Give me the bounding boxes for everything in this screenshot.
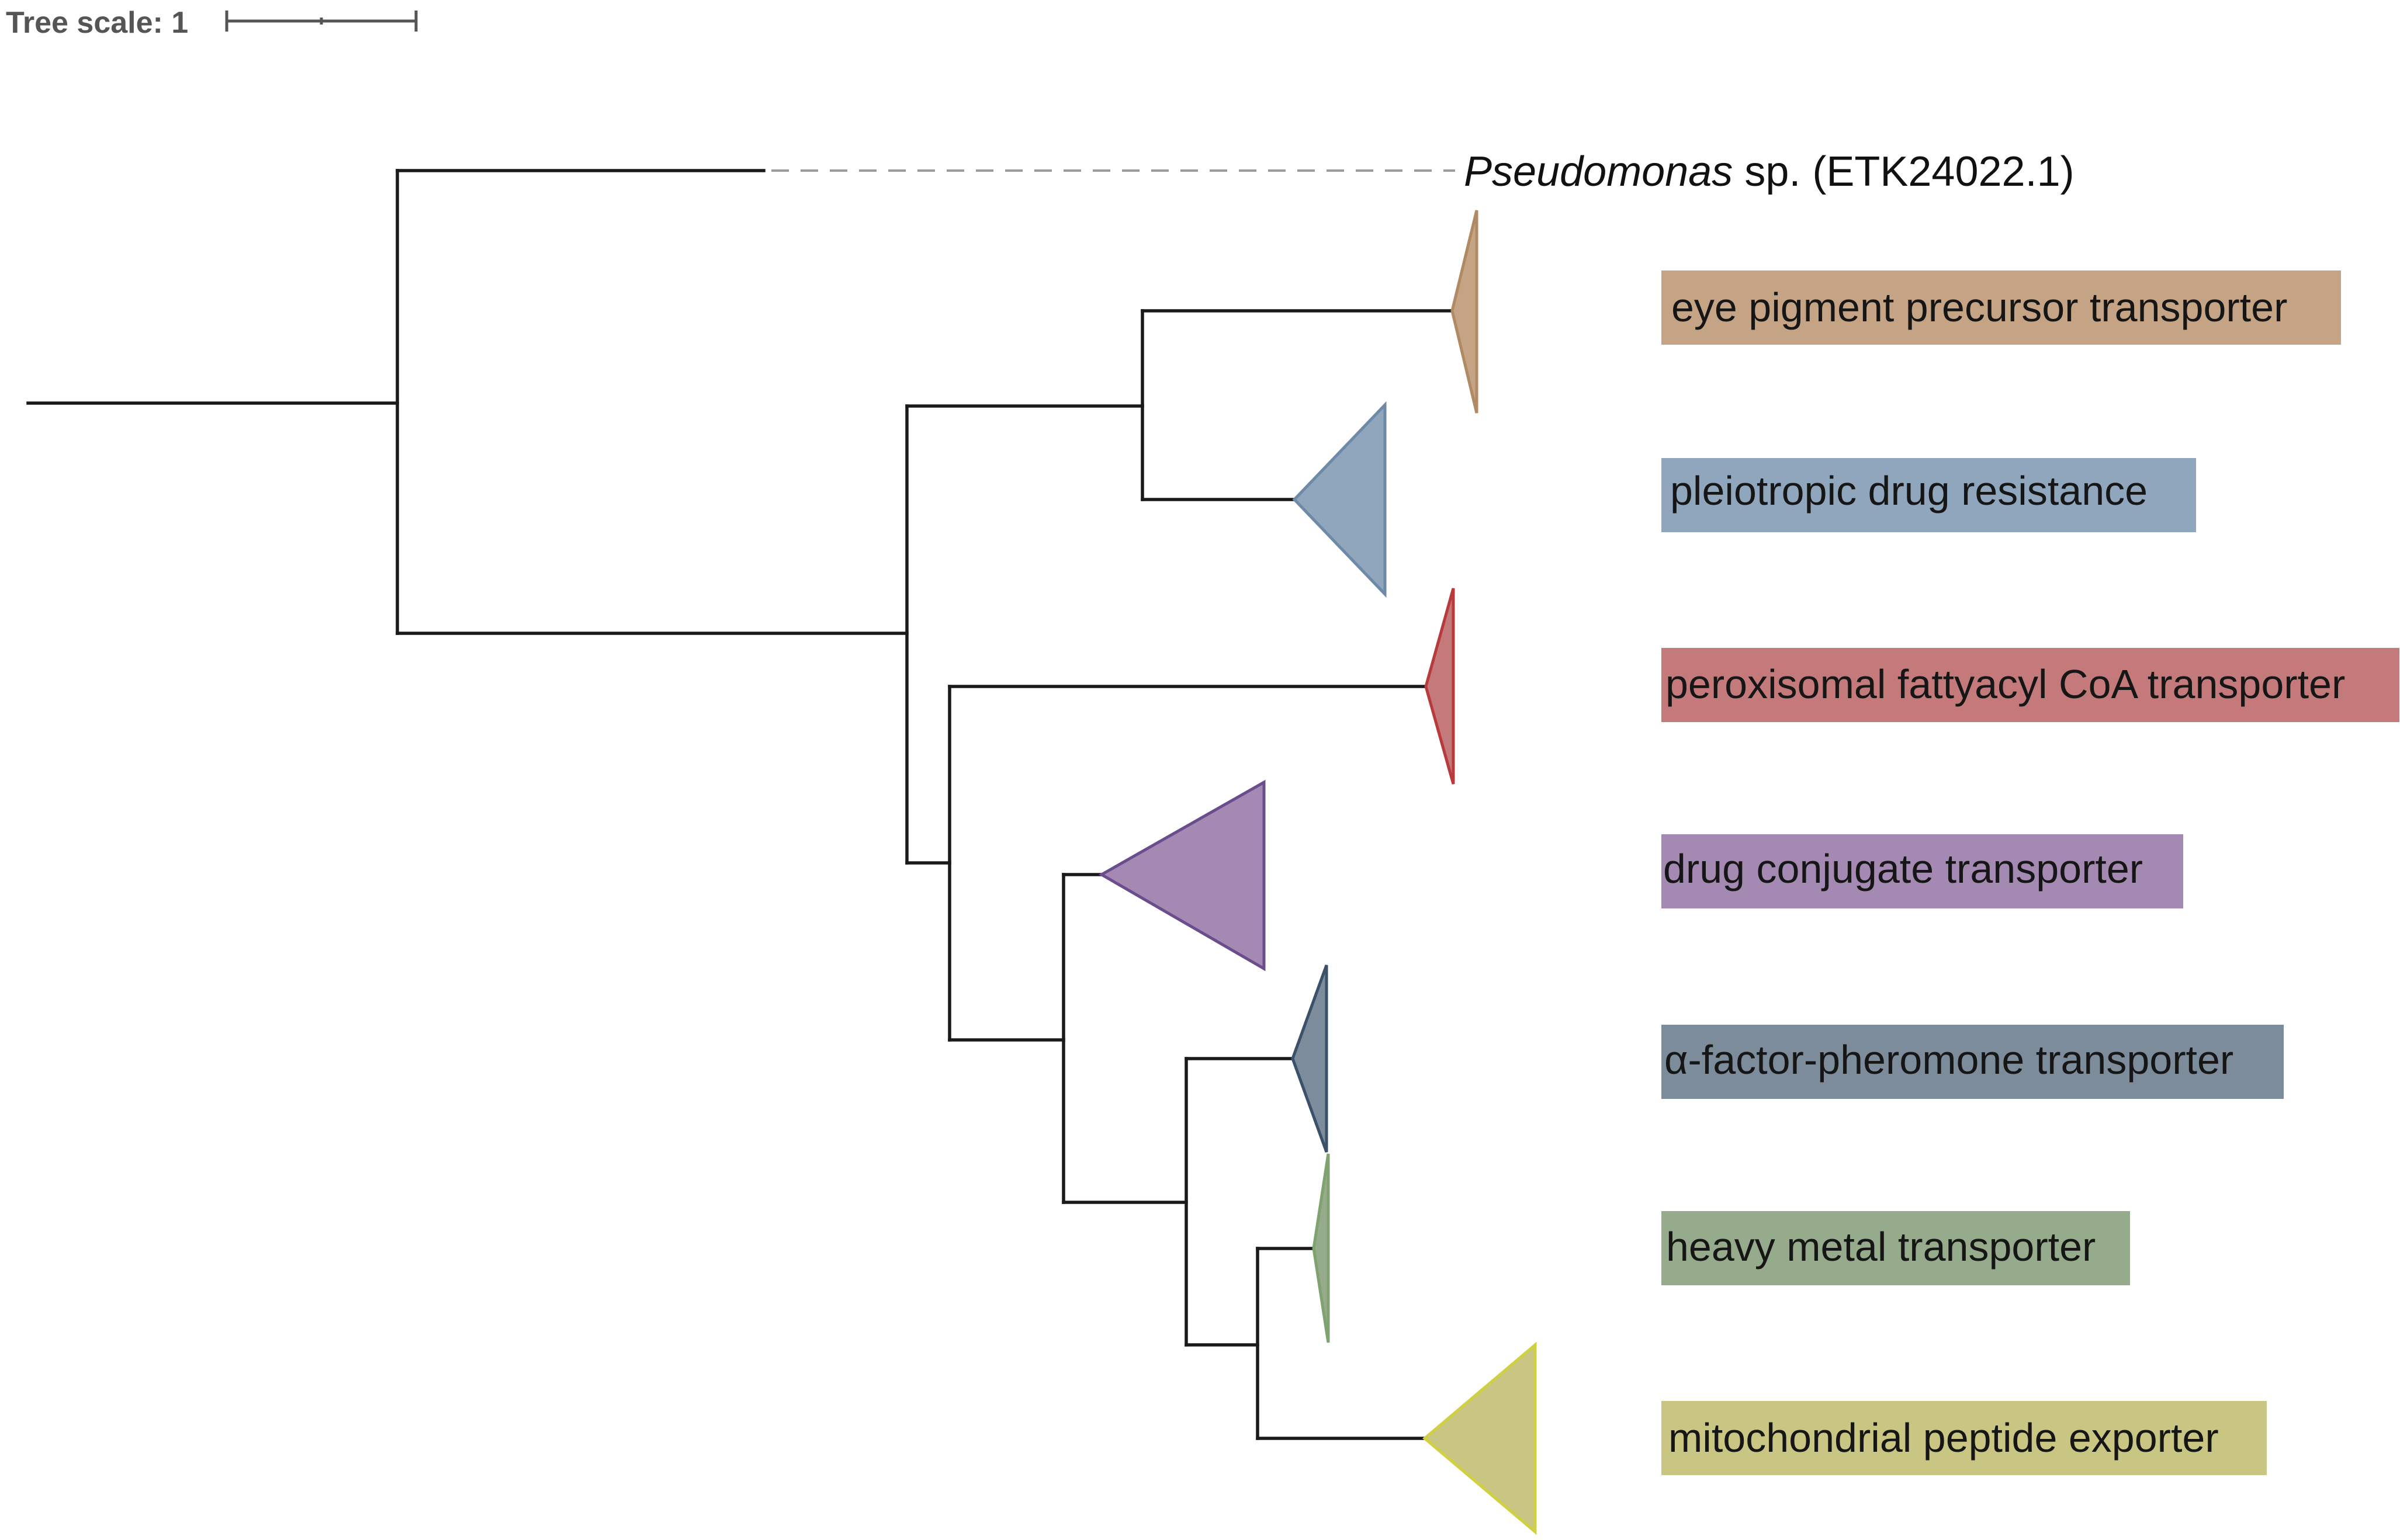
collapsed-clade-eye-pigment: [1450, 210, 1478, 414]
clade-label-box-pleiotropic: [1661, 458, 2196, 532]
clade-label-mitochondrial: mitochondrial peptide exporter: [1668, 1415, 2219, 1461]
collapsed-clade-peroxisomal: [1424, 588, 1455, 785]
clade-alpha-factor: α-factor-pheromone transporter: [1185, 965, 2284, 1153]
clade-pleiotropic: pleiotropic drug resistance: [1141, 401, 2196, 598]
clade-label-drug-conjugate: drug conjugate transporter: [1663, 846, 2143, 892]
collapsed-clade-drug-conjugate: [1098, 779, 1266, 972]
clade-label-box-alpha-factor: [1661, 1025, 2284, 1099]
tree-scale-label: Tree scale: 1: [6, 6, 188, 40]
collapsed-clade-mitochondrial: [1422, 1341, 1537, 1535]
scale-bar: [225, 11, 418, 32]
clade-mitochondrial: mitochondrial peptide exporter: [1256, 1341, 2267, 1535]
clade-label-box-heavy-metal: [1661, 1211, 2130, 1285]
collapsed-clade-alpha-factor: [1291, 965, 1328, 1153]
clade-label-eye-pigment: eye pigment precursor transporter: [1671, 285, 2287, 330]
collapsed-clade-pleiotropic: [1292, 401, 1387, 598]
clade-label-box-peroxisomal: [1661, 648, 2399, 722]
tree-scale: Tree scale: 1: [6, 6, 418, 40]
clade-label-box-drug-conjugate: [1661, 834, 2183, 908]
clade-label-alpha-factor: α-factor-pheromone transporter: [1664, 1037, 2233, 1083]
clade-label-heavy-metal: heavy metal transporter: [1666, 1224, 2096, 1270]
clade-label-peroxisomal: peroxisomal fattyacyl CoA transporter: [1665, 661, 2345, 707]
leaf-genus: Pseudomonas: [1464, 148, 1733, 195]
leaf-species-accession: sp. (ETK24022.1): [1733, 148, 2074, 195]
clade-label-box-eye-pigment: [1661, 270, 2341, 345]
clade-label-pleiotropic: pleiotropic drug resistance: [1670, 468, 2148, 514]
leaf-label-outgroup: Pseudomonas sp. (ETK24022.1): [1464, 148, 2075, 195]
clade-heavy-metal: heavy metal transporter: [1256, 1153, 2130, 1343]
clade-peroxisomal: peroxisomal fattyacyl CoA transporter: [948, 588, 2399, 785]
clade-label-box-mitochondrial: [1661, 1401, 2267, 1475]
collapsed-clade-heavy-metal: [1312, 1153, 1330, 1343]
clade-eye-pigment: eye pigment precursor transporter: [1141, 210, 2341, 414]
clade-drug-conjugate: drug conjugate transporter: [1062, 779, 2183, 972]
